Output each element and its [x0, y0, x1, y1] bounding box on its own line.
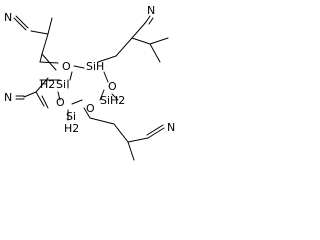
bond	[83, 107, 91, 119]
bond	[41, 95, 49, 109]
atom-labels: N O SiH N Si H2 O SiH2 N O Si H2 O N	[4, 4, 175, 135]
bond	[145, 15, 151, 23]
bond	[147, 127, 165, 139]
ring-oxygen-label: O	[56, 96, 65, 109]
ring-hydrogen-label: H2	[40, 78, 55, 91]
nitrile-n-label: N	[4, 11, 12, 24]
ring-silicon-label: Si	[56, 78, 66, 91]
bond	[57, 91, 61, 101]
bond	[13, 17, 27, 31]
bond-lines	[13, 15, 169, 161]
bond	[131, 21, 147, 39]
nitrile-n-label: N	[167, 121, 175, 134]
bond	[15, 15, 29, 29]
bond	[149, 37, 169, 45]
ring-oxygen-label: O	[62, 60, 71, 73]
bond	[39, 53, 43, 63]
bond	[111, 93, 119, 101]
ring-oxygen-label: O	[108, 80, 117, 93]
bond	[23, 91, 37, 98]
bond	[97, 55, 117, 63]
ring-silicon-label: Si	[66, 110, 76, 123]
bond	[35, 77, 49, 93]
bond	[35, 91, 45, 107]
bond	[89, 117, 115, 125]
bond	[30, 30, 49, 35]
bond	[149, 43, 161, 63]
ring-silicon-label: SiH2	[100, 94, 125, 107]
bond	[69, 71, 73, 81]
bond	[73, 65, 85, 69]
bond	[127, 141, 135, 161]
bond	[71, 99, 83, 105]
bond	[113, 123, 129, 143]
ring-oxygen-label: O	[86, 102, 95, 115]
nitrile-n-label: N	[4, 91, 12, 104]
siloxane-structure-diagram: N O SiH N Si H2 O SiH2 N O Si H2 O N	[4, 4, 175, 161]
ring-silicon-label: SiH	[86, 60, 104, 73]
bond	[148, 17, 154, 25]
ring-hydrogen-label: H2	[64, 122, 79, 135]
bond	[39, 61, 59, 64]
bond	[131, 37, 151, 45]
nitrile-n-label: N	[147, 4, 155, 17]
bond	[47, 17, 53, 35]
bond	[41, 33, 49, 55]
bond	[115, 37, 133, 57]
bond	[127, 137, 149, 143]
bond	[99, 89, 105, 101]
bond	[146, 124, 164, 136]
bond	[103, 71, 109, 83]
